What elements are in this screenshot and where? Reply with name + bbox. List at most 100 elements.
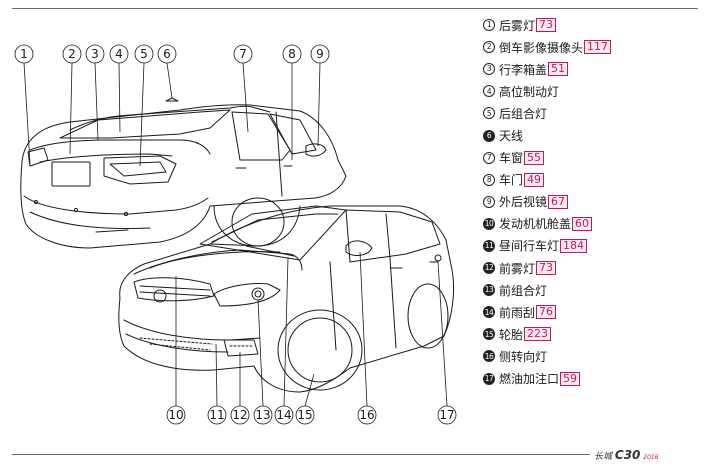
page-reference[interactable]: 67 bbox=[548, 194, 569, 209]
legend-item-front-wiper: 14 前雨刮 76 bbox=[483, 301, 703, 323]
page-reference[interactable]: 49 bbox=[524, 172, 545, 187]
callout-14 bbox=[274, 257, 294, 425]
legend-label: 昼间行车灯 bbox=[499, 239, 560, 254]
legend-number: 9 bbox=[483, 195, 495, 208]
callout-label-16: 16 bbox=[359, 408, 374, 422]
callout-2 bbox=[62, 44, 82, 155]
legend-label: 车门 bbox=[499, 173, 524, 188]
legend-number: 16 bbox=[483, 350, 495, 363]
callout-6 bbox=[157, 44, 177, 99]
callout-7 bbox=[233, 44, 253, 133]
legend-label: 高位制动灯 bbox=[499, 84, 560, 99]
top-rule bbox=[12, 8, 698, 9]
callout-3 bbox=[85, 44, 105, 141]
callout-label-4: 4 bbox=[115, 47, 123, 61]
legend-label: 燃油加注口 bbox=[499, 372, 560, 387]
callout-label-14: 14 bbox=[276, 408, 291, 422]
callout-4 bbox=[109, 44, 129, 133]
page-reference[interactable]: 73 bbox=[536, 18, 557, 33]
legend-item-tire: 15 轮胎 223 bbox=[483, 323, 703, 345]
legend-number: 3 bbox=[483, 63, 495, 76]
callout-12 bbox=[230, 352, 250, 425]
legend-label: 行李箱盖 bbox=[499, 62, 548, 77]
legend-label: 轮胎 bbox=[499, 327, 524, 342]
callout-label-8: 8 bbox=[288, 47, 296, 61]
legend-number: 8 bbox=[483, 173, 495, 186]
bottom-rule bbox=[12, 454, 590, 455]
callout-15 bbox=[295, 373, 315, 425]
legend-number: 1 bbox=[483, 19, 495, 32]
callout-17 bbox=[437, 261, 457, 425]
page-reference[interactable]: 60 bbox=[572, 216, 593, 231]
legend-item-rear-combination-lamp: 5 后组合灯 bbox=[483, 102, 703, 124]
legend-label: 车窗 bbox=[499, 151, 524, 166]
callout-label-7: 7 bbox=[239, 47, 247, 61]
front-car-drawing bbox=[118, 205, 455, 393]
callout-9 bbox=[310, 44, 330, 147]
model-year: 2016 bbox=[643, 454, 659, 461]
page-reference[interactable]: 51 bbox=[548, 62, 569, 77]
callout-label-5: 5 bbox=[140, 47, 148, 61]
page-reference[interactable]: 55 bbox=[524, 150, 545, 165]
legend-number: 14 bbox=[483, 306, 495, 319]
page-reference[interactable]: 223 bbox=[524, 327, 552, 342]
callout-1 bbox=[14, 44, 34, 165]
legend-item-reversing-camera: 2 倒车影像摄像头 117 bbox=[483, 36, 703, 58]
legend-label: 发动机机舱盖 bbox=[499, 217, 572, 232]
callout-8 bbox=[282, 44, 302, 160]
page-reference[interactable]: 184 bbox=[560, 238, 588, 253]
legend-number: 10 bbox=[483, 217, 495, 230]
legend-label: 前雨刮 bbox=[499, 305, 536, 320]
legend-item-rear-fog-lamp: 1 后雾灯 73 bbox=[483, 14, 703, 36]
legend-item-front-fog-lamp: 12 前雾灯 73 bbox=[483, 257, 703, 279]
legend-number: 6 bbox=[483, 129, 495, 142]
legend-item-engine-hood: 10 发动机机舱盖 60 bbox=[483, 213, 703, 235]
legend-item-antenna: 6 天线 bbox=[483, 124, 703, 146]
legend-item-high-brake-light: 4 高位制动灯 bbox=[483, 80, 703, 102]
callout-label-15: 15 bbox=[297, 408, 312, 422]
legend-number: 4 bbox=[483, 85, 495, 98]
legend-label: 天线 bbox=[499, 129, 524, 144]
callout-label-10: 10 bbox=[168, 408, 183, 422]
callout-5 bbox=[134, 44, 154, 167]
callout-label-12: 12 bbox=[232, 408, 247, 422]
parts-legend: 1 后雾灯 73 2 倒车影像摄像头 117 3 行李箱盖 51 4 高位制动灯… bbox=[483, 14, 703, 390]
legend-label: 倒车影像摄像头 bbox=[499, 40, 584, 55]
callout-10 bbox=[166, 276, 186, 425]
legend-label: 前雾灯 bbox=[499, 261, 536, 276]
callout-label-17: 17 bbox=[439, 408, 454, 422]
legend-item-front-combination-lamp: 13 前组合灯 bbox=[483, 279, 703, 301]
callout-label-9: 9 bbox=[316, 47, 324, 61]
legend-number: 17 bbox=[483, 372, 495, 385]
legend-label: 后组合灯 bbox=[499, 106, 548, 121]
callout-11 bbox=[207, 343, 227, 425]
legend-item-exterior-mirror: 9 外后视镜 67 bbox=[483, 191, 703, 213]
callout-label-2: 2 bbox=[68, 47, 76, 61]
brand-name: 长城 bbox=[594, 452, 613, 462]
legend-number: 5 bbox=[483, 107, 495, 120]
legend-number: 11 bbox=[483, 239, 495, 252]
legend-item-daytime-running-light: 11 昼间行车灯 184 bbox=[483, 235, 703, 257]
legend-number: 15 bbox=[483, 328, 495, 341]
model-name: C30 bbox=[614, 448, 641, 462]
legend-item-trunk-lid: 3 行李箱盖 51 bbox=[483, 58, 703, 80]
rear-car-drawing bbox=[20, 97, 347, 249]
callout-label-3: 3 bbox=[91, 47, 99, 61]
callouts bbox=[14, 44, 457, 425]
legend-item-window: 7 车窗 55 bbox=[483, 147, 703, 169]
legend-label: 外后视镜 bbox=[499, 195, 548, 210]
legend-item-door: 8 车门 49 bbox=[483, 169, 703, 191]
legend-number: 12 bbox=[483, 262, 495, 275]
page-reference[interactable]: 117 bbox=[584, 40, 612, 55]
page-reference[interactable]: 73 bbox=[536, 261, 557, 276]
callout-label-13: 13 bbox=[255, 408, 270, 422]
legend-item-fuel-filler: 17 燃油加注口 59 bbox=[483, 368, 703, 390]
page-reference[interactable]: 76 bbox=[536, 305, 557, 320]
legend-item-side-turn-signal: 16 侧转向灯 bbox=[483, 345, 703, 367]
footer-brand: 长城 C30 2016 bbox=[594, 448, 659, 462]
callout-13 bbox=[253, 299, 273, 425]
page-reference[interactable]: 59 bbox=[560, 371, 581, 386]
callout-label-11: 11 bbox=[209, 408, 224, 422]
legend-number: 7 bbox=[483, 151, 495, 164]
legend-label: 前组合灯 bbox=[499, 283, 548, 298]
